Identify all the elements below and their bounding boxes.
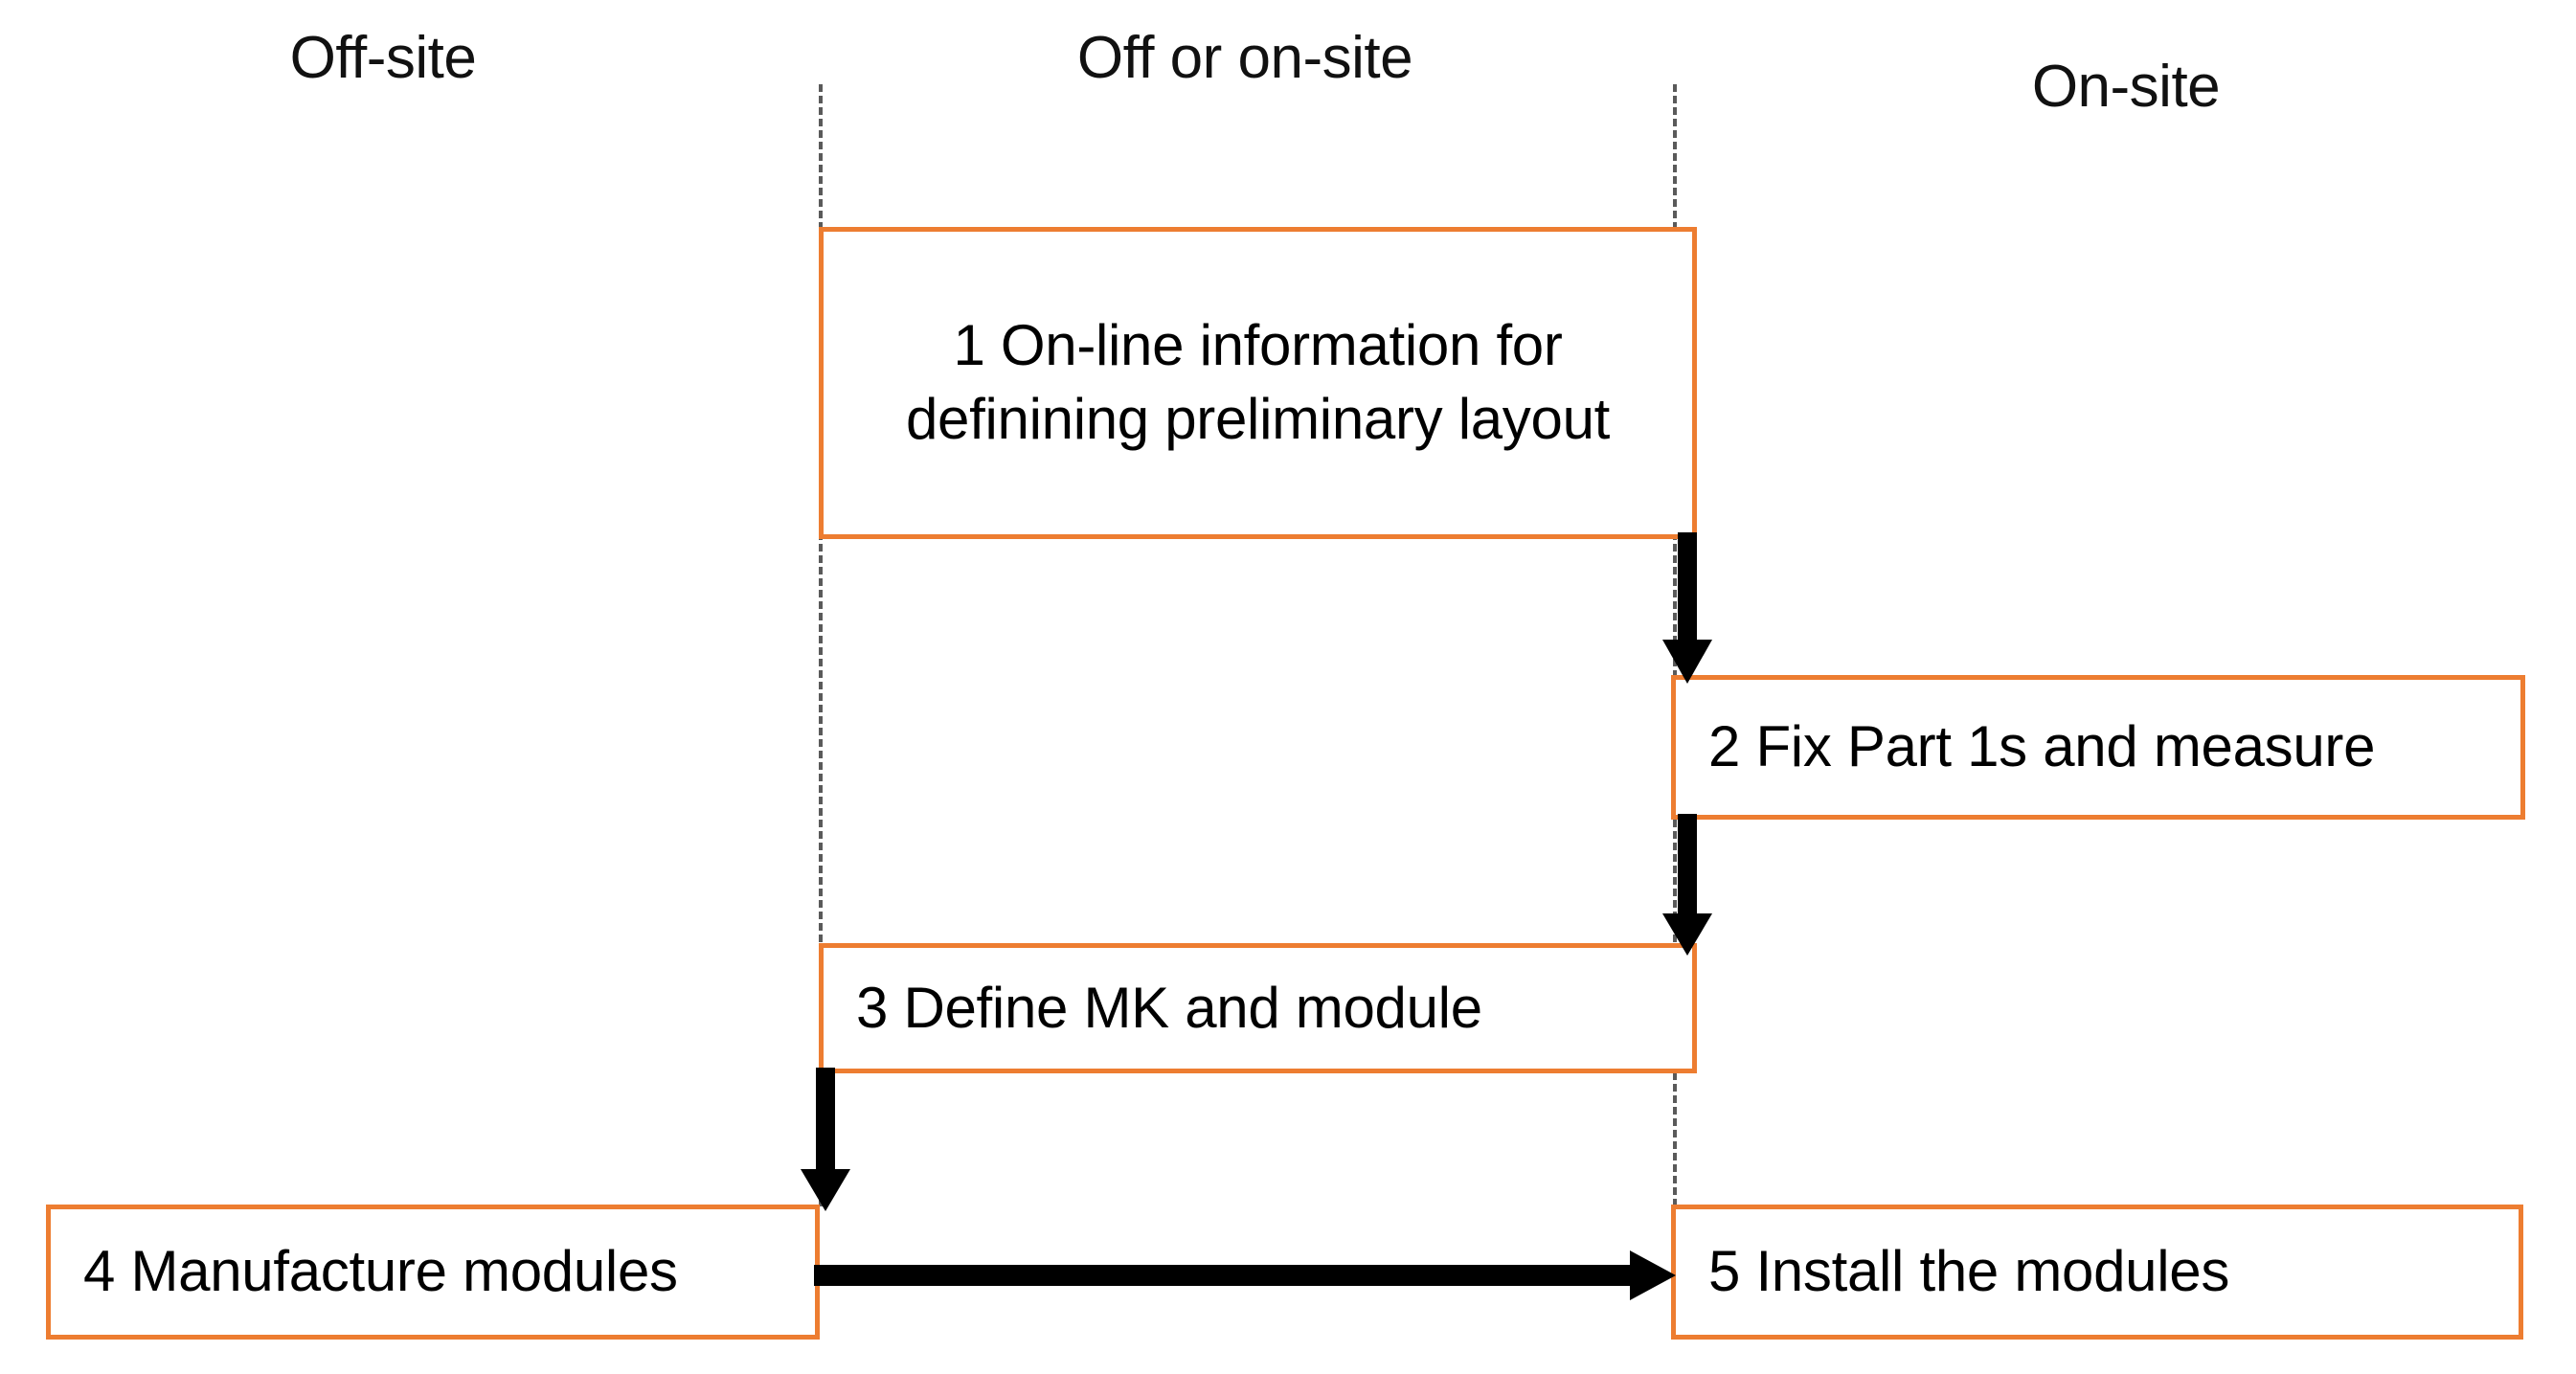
process-box-2-label: 2 Fix Part 1s and measure xyxy=(1708,714,2376,779)
connector-arrow-2-to-3 xyxy=(1661,814,1719,957)
lane-divider-left xyxy=(819,84,823,1206)
arrow-right-icon xyxy=(814,1250,1676,1300)
arrow-down-icon xyxy=(1662,814,1712,956)
lane-header-off-or-on-site: Off or on-site xyxy=(1076,25,1413,91)
connector-arrow-4-to-5 xyxy=(814,1250,1685,1307)
arrow-down-icon xyxy=(801,1068,850,1211)
connector-arrow-3-to-4 xyxy=(800,1068,857,1213)
process-box-3[interactable]: 3 Define MK and module xyxy=(819,943,1697,1073)
connector-arrow-1-to-2 xyxy=(1661,532,1719,686)
process-box-2[interactable]: 2 Fix Part 1s and measure xyxy=(1671,675,2525,820)
process-box-5-label: 5 Install the modules xyxy=(1708,1239,2230,1304)
process-box-4-label: 4 Manufacture modules xyxy=(83,1239,678,1304)
process-box-1[interactable]: 1 On-line information for definining pre… xyxy=(819,227,1697,539)
arrow-down-icon xyxy=(1662,532,1712,684)
lane-header-on-site: On-site xyxy=(2031,54,2221,120)
process-box-4[interactable]: 4 Manufacture modules xyxy=(46,1205,820,1340)
process-box-3-label: 3 Define MK and module xyxy=(856,975,1482,1040)
process-box-1-label: 1 On-line information for definining pre… xyxy=(905,313,1611,451)
lane-header-off-site: Off-site xyxy=(289,25,477,91)
process-box-5[interactable]: 5 Install the modules xyxy=(1671,1205,2523,1340)
